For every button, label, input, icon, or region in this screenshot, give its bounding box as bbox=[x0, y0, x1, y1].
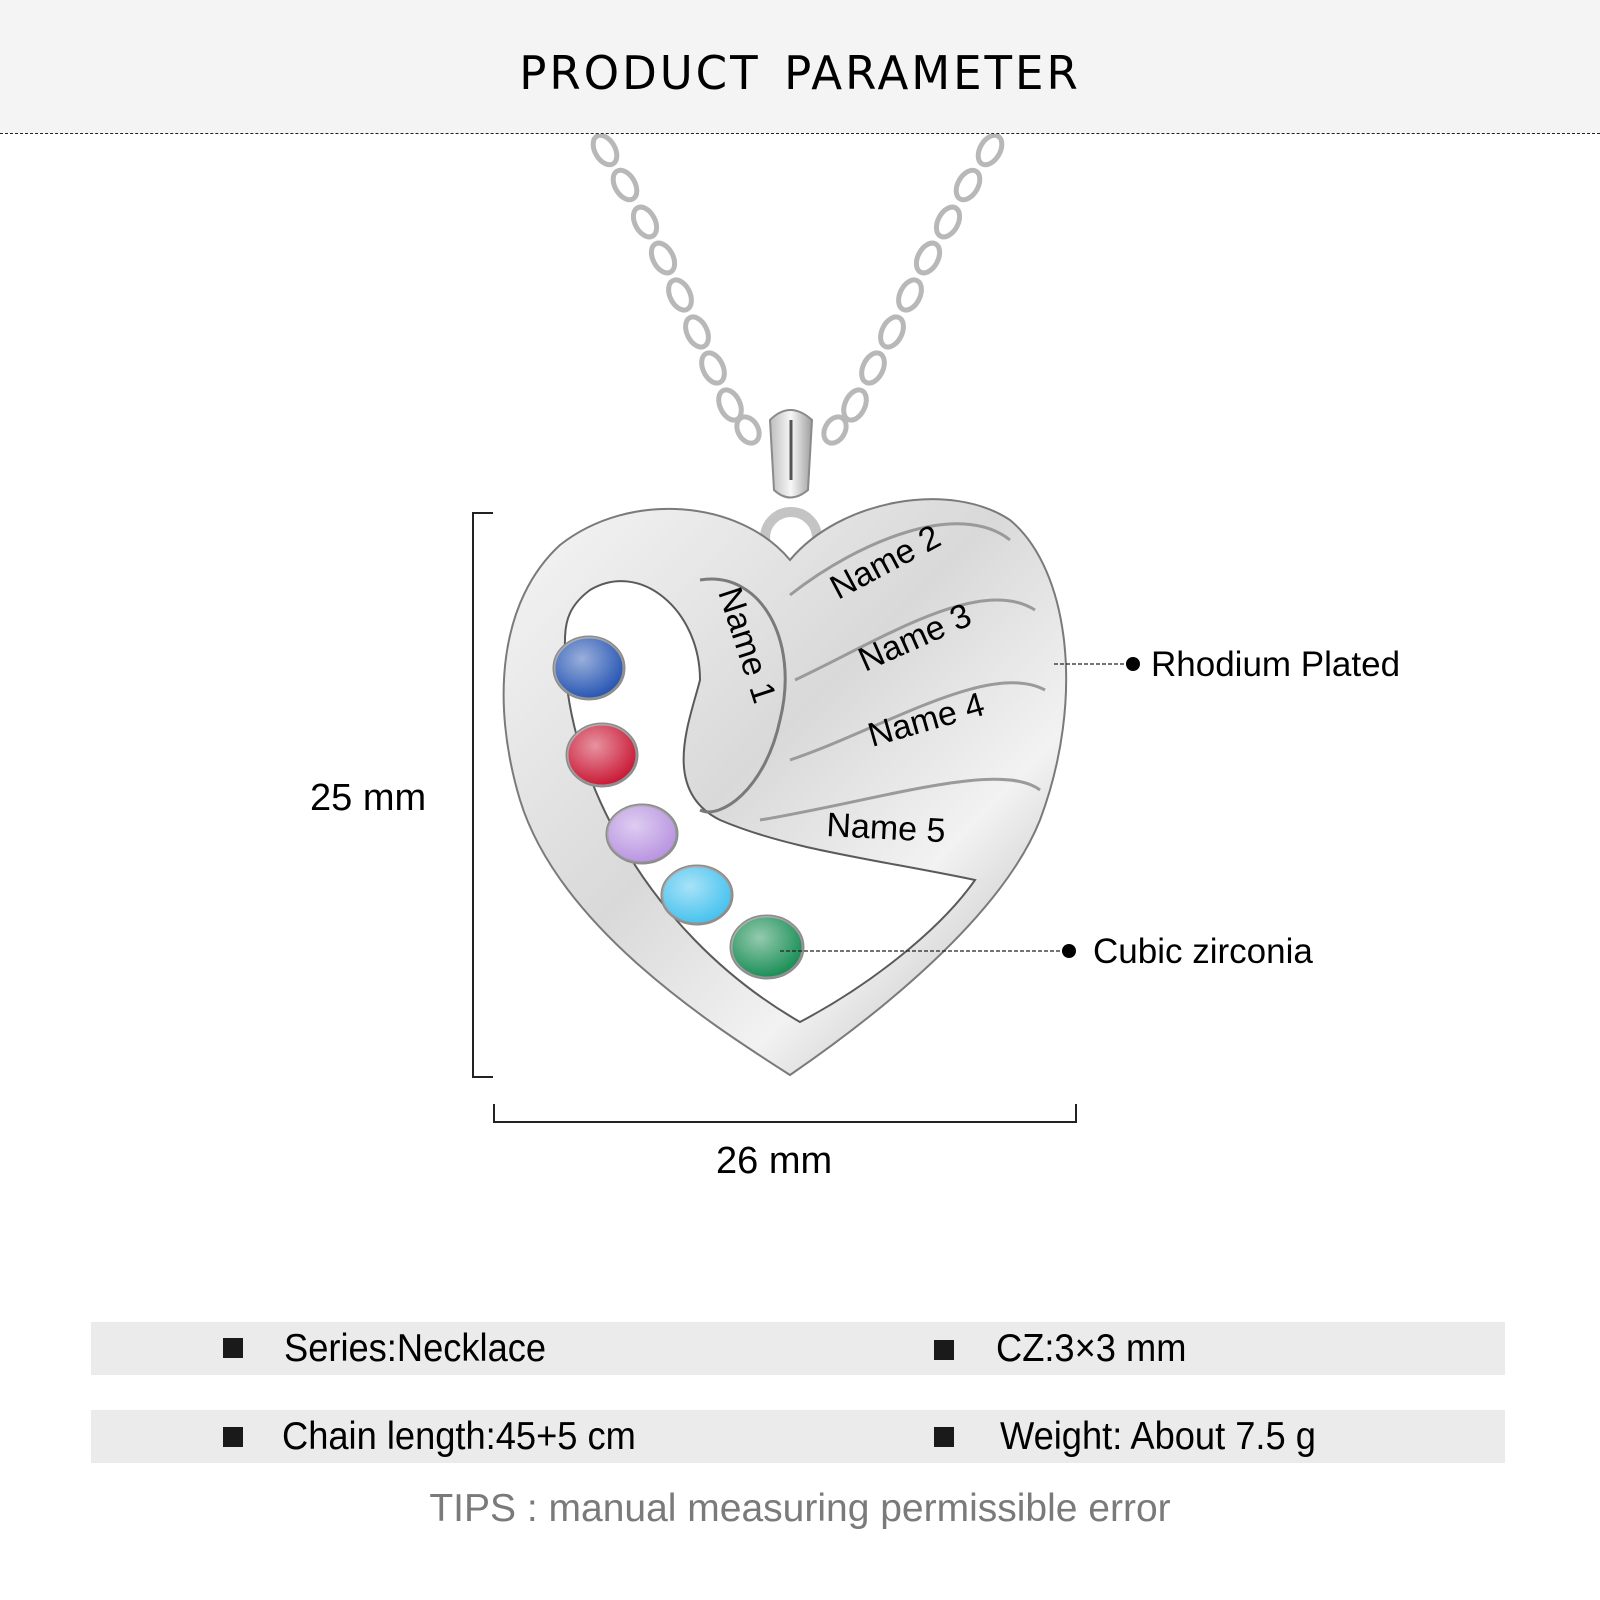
page-title: Product parameter bbox=[16, 22, 1584, 112]
spec-weight: Weight: About 7.5 g bbox=[1000, 1415, 1316, 1458]
spec-chain-length: Chain length:45+5 cm bbox=[282, 1415, 636, 1458]
bullet-square-icon bbox=[934, 1427, 954, 1447]
callout-cubic-zirconia: Cubic zirconia bbox=[1093, 932, 1313, 971]
header-band: Product parameter bbox=[0, 0, 1600, 133]
bullet-square-icon bbox=[223, 1338, 243, 1358]
callout-leader-rhodium bbox=[1054, 657, 1140, 671]
spec-series: Series:Necklace bbox=[284, 1327, 547, 1370]
bullet-square-icon bbox=[934, 1340, 954, 1360]
callout-leader-cz bbox=[780, 944, 1076, 958]
page-title-text: Product parameter bbox=[519, 28, 1081, 105]
width-dimension-label: 26 mm bbox=[716, 1140, 833, 1182]
necklace-illustration: Name 1 Name 2 Name 3 Name 4 Name 5 bbox=[472, 134, 1140, 1123]
chain-right bbox=[821, 134, 1005, 446]
callout-rhodium-plated: Rhodium Plated bbox=[1151, 645, 1401, 684]
header-divider bbox=[0, 133, 1600, 134]
heart-pendant bbox=[502, 498, 1068, 1077]
birthstones bbox=[552, 635, 805, 980]
bullet-square-icon bbox=[223, 1427, 243, 1447]
width-dimension-bracket bbox=[493, 1104, 1077, 1123]
height-dimension-bracket bbox=[472, 512, 493, 1078]
spec-row-2: Chain length:45+5 cm Weight: About 7.5 g bbox=[91, 1410, 1505, 1463]
spec-row-1: Series:Necklace CZ:3×3 mm bbox=[91, 1322, 1505, 1375]
spec-cz-size: CZ:3×3 mm bbox=[996, 1327, 1187, 1370]
tips-note: TIPS : manual measuring permissible erro… bbox=[429, 1487, 1171, 1530]
chain-left bbox=[590, 134, 762, 446]
engraving-name-5: Name 5 bbox=[826, 806, 947, 850]
height-dimension-label: 25 mm bbox=[310, 777, 427, 819]
